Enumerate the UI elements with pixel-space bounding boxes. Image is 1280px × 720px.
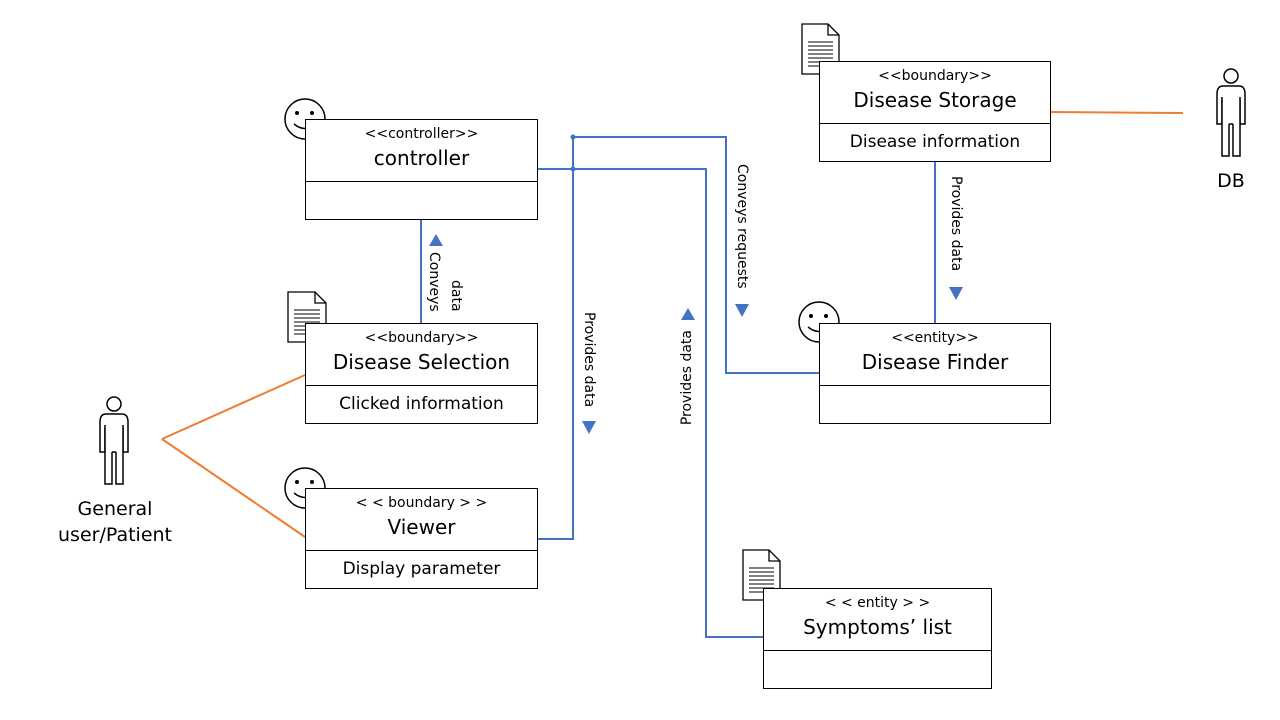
junction-dot	[570, 134, 576, 140]
class-name: controller	[373, 146, 470, 170]
stereotype-label: <<boundary>>	[878, 68, 992, 84]
disease-selection-class-box[interactable]: <<boundary>> Disease Selection Clicked i…	[305, 323, 538, 424]
arrow-down-icon	[735, 304, 749, 317]
storage-to-db-line	[1049, 111, 1184, 114]
controller-to-finder-line	[573, 136, 819, 374]
provides-data-label: Provides data	[581, 312, 597, 408]
stereotype-label: <<controller>>	[364, 126, 479, 142]
conveys-data-label-line1: Conveys	[426, 252, 442, 312]
class-name: Symptoms’ list	[803, 615, 952, 639]
stereotype-label: < < boundary > >	[355, 495, 488, 511]
conveys-requests-label: Conveys requests	[734, 164, 750, 289]
actor-to-selection-line	[161, 374, 306, 440]
junction-dot	[570, 166, 576, 172]
provides-data-label: Provides data	[948, 176, 964, 272]
class-attributes	[764, 649, 991, 688]
class-attributes: Display parameter	[342, 558, 501, 579]
actor-label-line: user/Patient	[58, 524, 172, 546]
stereotype-label: <<boundary>>	[364, 330, 479, 346]
class-name: Disease Selection	[332, 350, 511, 374]
viewer-to-controller-line	[537, 137, 574, 540]
arrow-up-icon	[681, 308, 695, 320]
class-attributes	[820, 384, 1050, 423]
class-name: Disease Finder	[861, 350, 1009, 374]
conveys-data-label-line2: data	[448, 280, 464, 312]
disease-finder-class-box[interactable]: <<entity>> Disease Finder	[819, 323, 1051, 424]
class-attributes: Clicked information	[339, 393, 504, 414]
viewer-class-box[interactable]: < < boundary > > Viewer Display paramete…	[305, 488, 538, 589]
disease-storage-class-box[interactable]: <<boundary>> Disease Storage Disease inf…	[819, 61, 1051, 162]
general-user-label: General user/Patient	[40, 496, 190, 548]
class-attributes	[306, 180, 537, 219]
document-icon	[742, 549, 781, 601]
db-actor-icon	[1216, 68, 1246, 157]
actor-label-line: General	[77, 498, 153, 520]
arrow-down-icon	[949, 287, 963, 300]
provides-data-label: Provides data	[679, 330, 695, 426]
actor-to-viewer-line	[161, 438, 306, 538]
class-name: Viewer	[387, 515, 456, 539]
symptoms-list-class-box[interactable]: < < entity > > Symptoms’ list	[763, 588, 992, 689]
arrow-up-icon	[429, 234, 443, 246]
controller-class-box[interactable]: <<controller>> controller	[305, 119, 538, 220]
stereotype-label: < < entity > >	[824, 595, 931, 611]
class-attributes: Disease information	[849, 131, 1021, 152]
stereotype-label: <<entity>>	[891, 330, 979, 346]
db-label: DB	[1217, 170, 1245, 192]
class-name: Disease Storage	[853, 88, 1017, 112]
controller-to-symptoms-line	[537, 168, 763, 638]
user-actor-icon	[99, 396, 129, 485]
arrow-down-icon	[582, 421, 596, 434]
